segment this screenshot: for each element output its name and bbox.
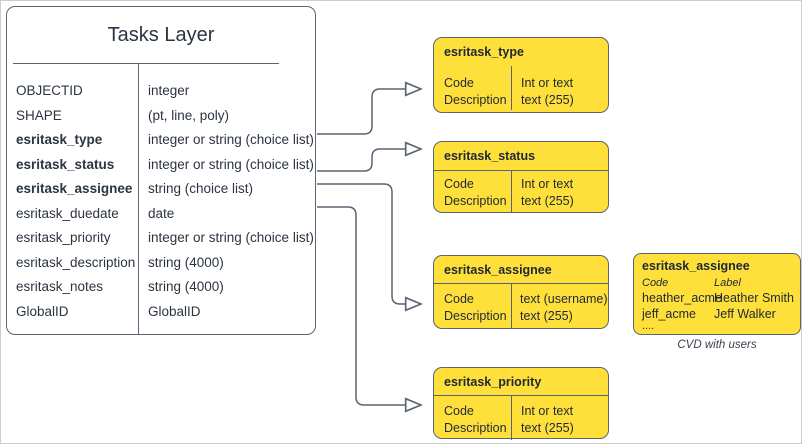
cvd-sample-box[interactable]: esritask_assignee Code Label heather_acm… (633, 253, 801, 335)
field-list: OBJECTID integer SHAPE (pt, line, poly) … (7, 83, 315, 328)
domain-left-row: Description (444, 309, 507, 323)
field-type: integer (148, 83, 190, 98)
domain-right-row: text (255) (521, 93, 574, 107)
table-row[interactable]: esritask_status integer or string (choic… (7, 157, 315, 182)
field-type: GlobalID (148, 303, 201, 319)
table-row[interactable]: OBJECTID integer (7, 83, 315, 108)
cvd-header-label: Label (714, 277, 741, 289)
cvd-row-label: Heather Smith (714, 291, 794, 305)
domain-right-row: text (255) (521, 421, 574, 435)
domain-left-row: Description (444, 93, 507, 107)
table-row[interactable]: esritask_duedate date (7, 206, 315, 231)
domain-right-row: Int or text (521, 404, 574, 418)
table-row[interactable]: GlobalID GlobalID (7, 304, 315, 329)
domain-title: esritask_status (444, 149, 536, 163)
connector-esritask-priority (317, 206, 421, 405)
table-row[interactable]: esritask_priority integer or string (cho… (7, 230, 315, 255)
table-row[interactable]: esritask_assignee string (choice list) (7, 181, 315, 206)
connector-esritask-status (317, 149, 421, 172)
domain-box-esritask-priority[interactable]: esritask_priority Code Description Int o… (433, 367, 609, 440)
field-name: esritask_notes (16, 279, 104, 294)
domain-column-divider (511, 171, 512, 212)
table-row[interactable]: esritask_type integer or string (choice … (7, 132, 315, 157)
domain-left-row: Code (444, 76, 474, 90)
field-name: SHAPE (16, 107, 62, 123)
field-name: esritask_assignee (16, 181, 133, 196)
domain-title: esritask_priority (444, 375, 542, 389)
domain-right-row: text (255) (520, 309, 573, 323)
cvd-caption: CVD with users (677, 339, 757, 351)
domain-right-row: Int or text (521, 177, 574, 191)
title-divider (13, 63, 279, 64)
domain-left-row: Description (444, 194, 507, 208)
cvd-row-code: jeff_acme (642, 307, 696, 321)
field-type: string (choice list) (148, 181, 254, 196)
domain-header-divider (434, 283, 608, 284)
field-type: date (148, 205, 175, 221)
cvd-row-code: heather_acme (642, 291, 722, 305)
field-name: GlobalID (16, 303, 69, 319)
connector-esritask-type (317, 89, 421, 135)
domain-header-divider (434, 395, 608, 396)
field-name: OBJECTID (16, 83, 83, 98)
cvd-header-code: Code (642, 277, 669, 289)
domain-column-divider (511, 396, 512, 440)
domain-column-divider (511, 284, 512, 328)
domain-box-esritask-assignee[interactable]: esritask_assignee Code Description text … (433, 255, 609, 329)
field-type: integer or string (choice list) (148, 230, 314, 245)
field-name: esritask_description (16, 254, 136, 270)
cvd-ellipsis: .... (642, 320, 655, 332)
domain-box-esritask-status[interactable]: esritask_status Code Description Int or … (433, 141, 609, 213)
domain-box-esritask-type[interactable]: esritask_type Code Description Int or te… (433, 37, 609, 113)
domain-right-row: Int or text (521, 76, 574, 90)
tasks-layer-title: Tasks Layer (107, 24, 215, 46)
field-name: esritask_priority (16, 230, 111, 245)
field-name: esritask_status (16, 156, 115, 172)
column-divider (138, 64, 139, 334)
domain-header-divider (434, 170, 608, 171)
table-row[interactable]: esritask_description string (4000) (7, 255, 315, 280)
tasks-layer-entity[interactable]: Tasks Layer OBJECTID integer SHAPE (pt, … (6, 6, 316, 335)
field-type: string (4000) (148, 254, 224, 270)
domain-title: esritask_assignee (444, 263, 552, 277)
field-name: esritask_type (16, 132, 103, 147)
field-type: (pt, line, poly) (148, 107, 230, 123)
field-type: string (4000) (148, 279, 224, 294)
domain-left-row: Code (444, 404, 474, 418)
cvd-row-label: Jeff Walker (714, 307, 776, 321)
domain-title: esritask_type (444, 45, 524, 59)
field-name: esritask_duedate (16, 205, 119, 221)
domain-left-row: Code (444, 177, 474, 191)
connector-esritask-assignee (317, 183, 421, 304)
domain-right-row: text (255) (521, 194, 574, 208)
domain-right-row: text (username) (520, 292, 608, 306)
domain-column-divider (511, 66, 512, 110)
cvd-title: esritask_assignee (642, 259, 750, 273)
table-row[interactable]: esritask_notes string (4000) (7, 279, 315, 304)
domain-left-row: Description (444, 421, 507, 435)
domain-left-row: Code (444, 292, 474, 306)
table-row[interactable]: SHAPE (pt, line, poly) (7, 108, 315, 133)
field-type: integer or string (choice list) (148, 156, 314, 172)
field-type: integer or string (choice list) (148, 132, 314, 147)
